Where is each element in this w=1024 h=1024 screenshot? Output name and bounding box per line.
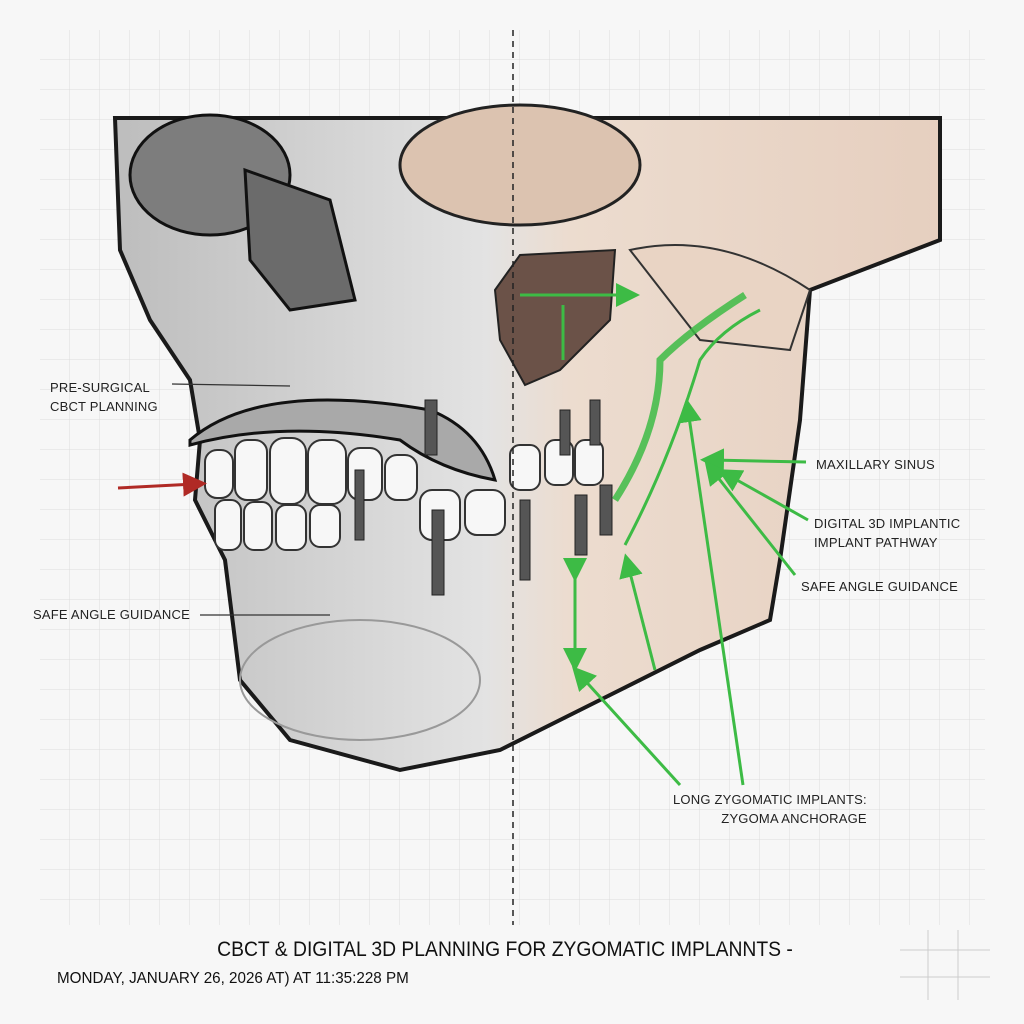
label-line: ZYGOMA ANCHORAGE (721, 811, 867, 826)
label-line: IMPLANT PATHWAY (814, 535, 938, 550)
leader-lines-green (571, 398, 809, 787)
implants (354, 399, 613, 596)
implant-pathways (520, 283, 761, 672)
maxillary-sinus-area (493, 248, 617, 387)
red-arrow (117, 472, 207, 497)
corner-mark (900, 930, 990, 1000)
label-maxillary-sinus: MAXILLARY SINUS (816, 457, 935, 472)
leader-lines-black (171, 383, 330, 616)
upper-lip (188, 398, 498, 482)
label-safe-angle-right: SAFE ANGLE GUIDANCE (801, 579, 958, 594)
teeth (204, 437, 604, 551)
label-safe-angle-left: SAFE ANGLE GUIDANCE (33, 607, 190, 622)
label-line: PRE-SURGICAL (50, 380, 150, 395)
label-line: CBCT PLANNING (50, 399, 158, 414)
footer-date: MONDAY, JANUARY 26, 2026 AT) AT 11:35:22… (57, 970, 409, 987)
label-line: LONG ZYGOMATIC IMPLANTS: (673, 792, 867, 807)
label-pre-surgical: PRE-SURGICAL CBCT PLANNING (50, 378, 158, 416)
label-long-zygomatic: LONG ZYGOMATIC IMPLANTS: ZYGOMA ANCHORAG… (673, 790, 867, 828)
label-line: DIGITAL 3D IMPLANTIC (814, 516, 961, 531)
eye-socket-right (398, 103, 642, 227)
nasal-cavity (243, 167, 357, 312)
cheek-bone (628, 244, 812, 352)
label-digital-3d: DIGITAL 3D IMPLANTIC IMPLANT PATHWAY (814, 514, 960, 552)
chin (239, 619, 481, 741)
footer-title: CBCT & DIGITAL 3D PLANNING FOR ZYGOMATIC… (217, 938, 793, 961)
